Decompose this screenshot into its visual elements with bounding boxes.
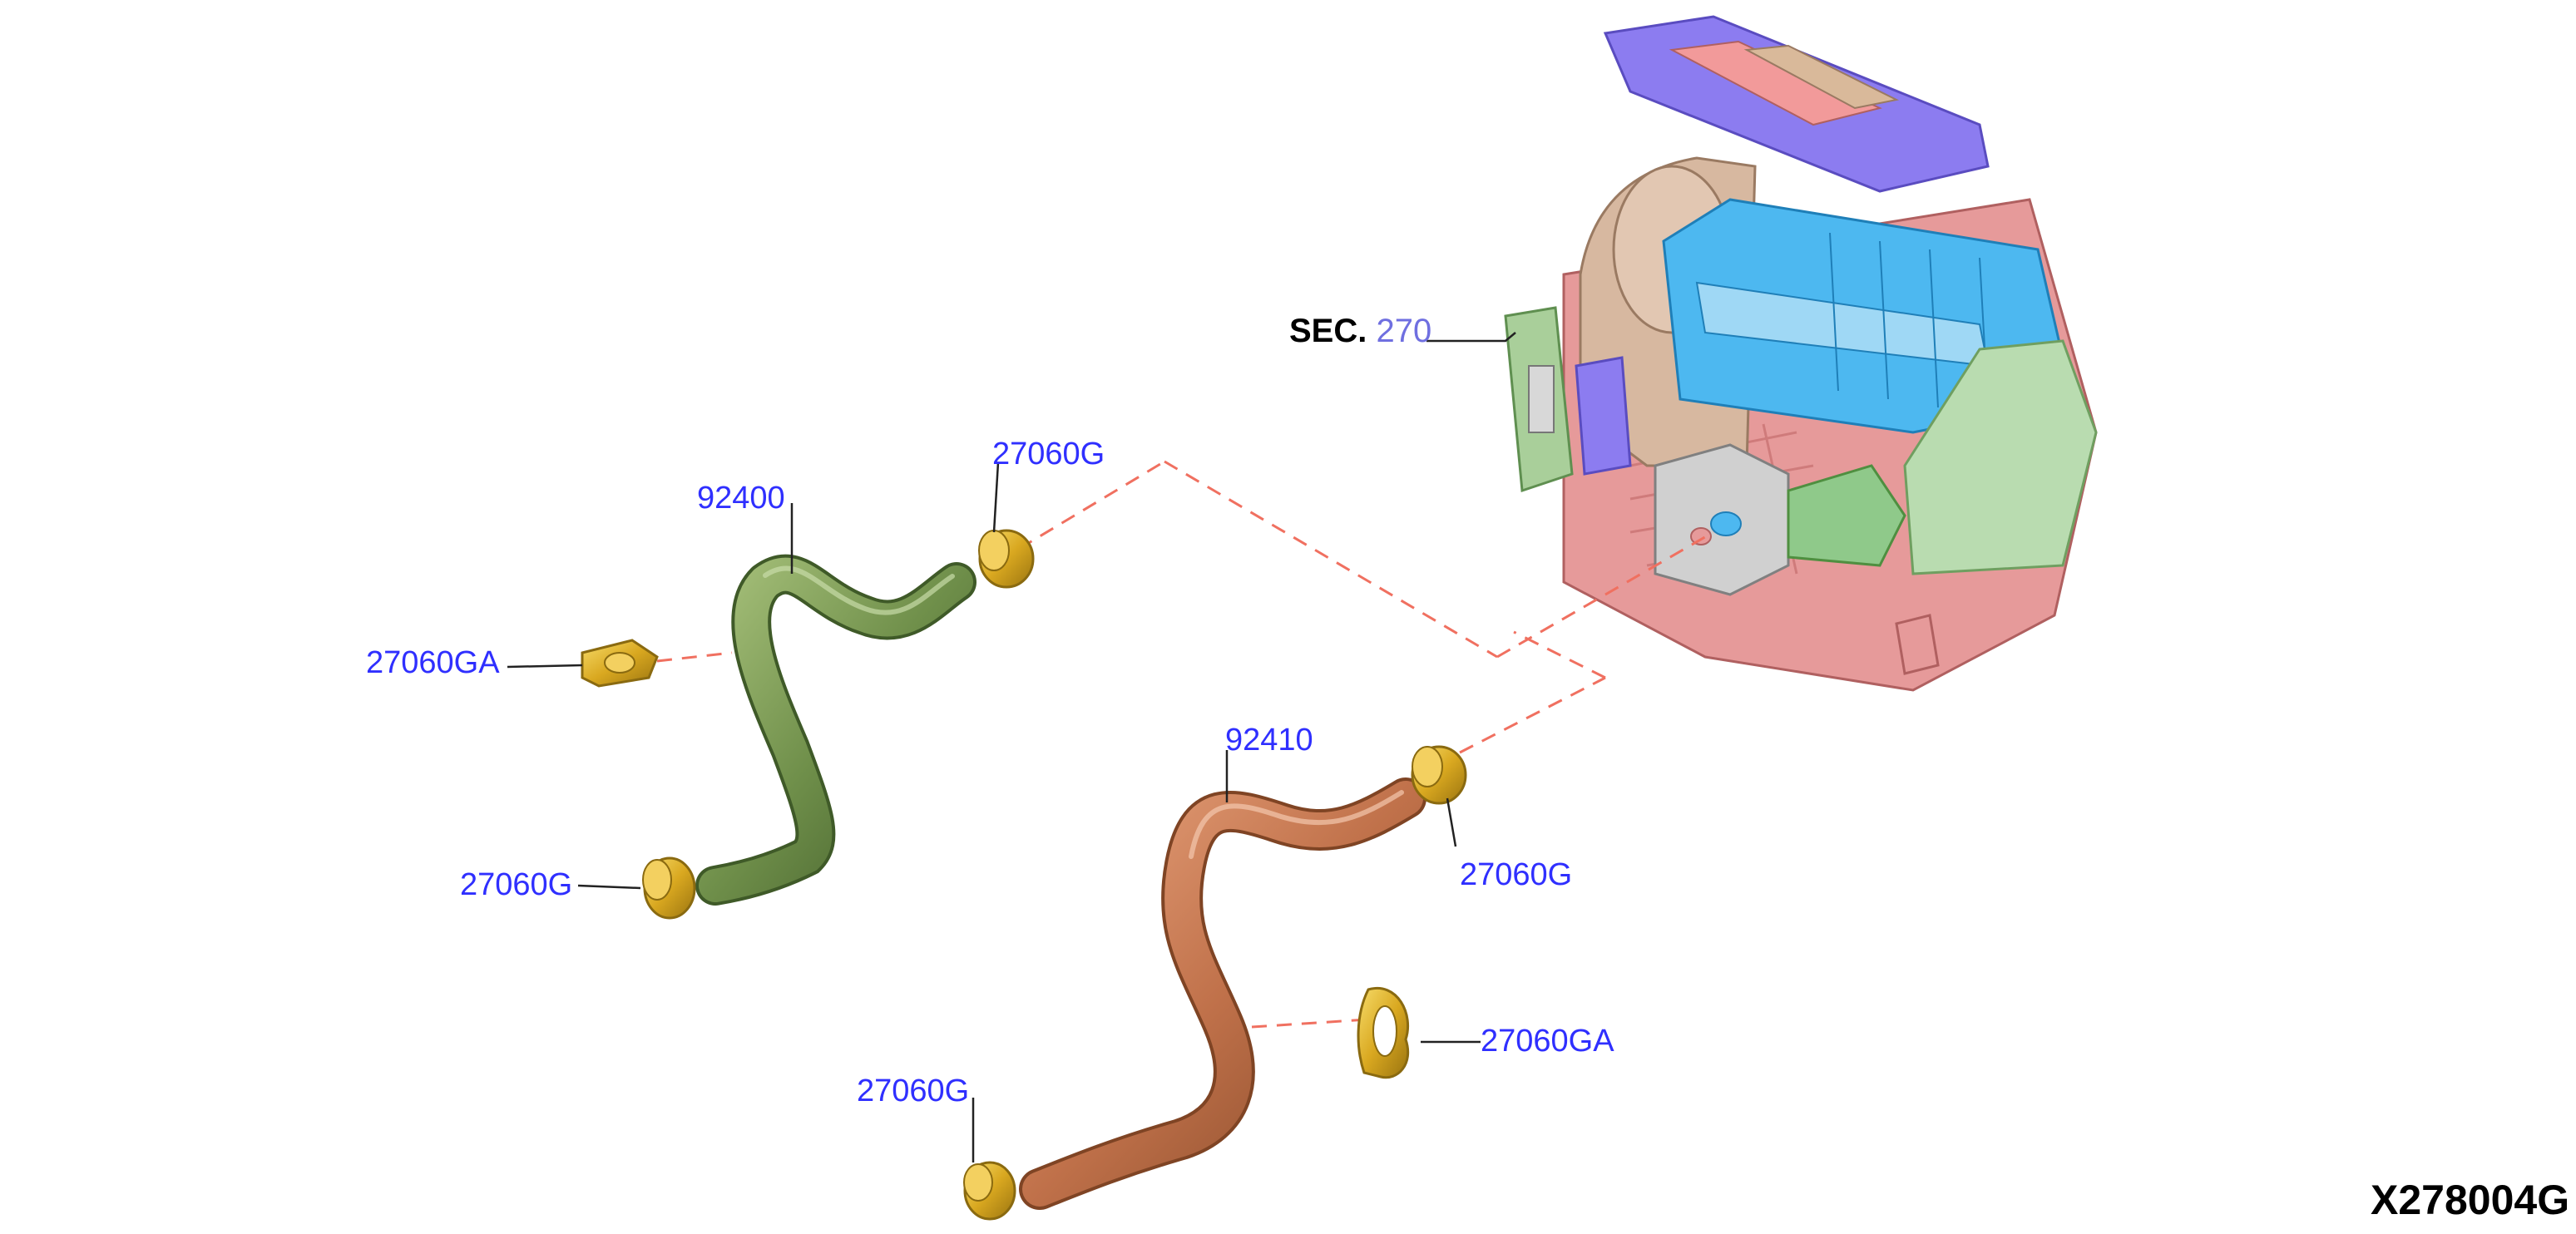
part-label-clamp-lower-top: 27060G	[1460, 857, 1573, 892]
section-reference: SEC. 270	[1289, 314, 1431, 348]
section-number: 270	[1376, 313, 1432, 349]
part-label-clamp-upper-bottom: 27060G	[460, 867, 573, 902]
section-prefix: SEC.	[1289, 313, 1367, 349]
clamp-lower-bottom	[963, 1161, 1016, 1221]
diagram-code: X278004G	[2371, 1177, 2570, 1223]
clamp-lower-side	[1357, 986, 1410, 1079]
part-label-hose-upper: 92400	[697, 481, 785, 516]
part-label-hose-lower: 92410	[1225, 723, 1313, 758]
clamp-upper-side	[581, 639, 659, 688]
heater-unit-assembly	[1504, 15, 2098, 692]
clamp-upper-bottom	[642, 856, 696, 920]
part-label-clamp-lower-side: 27060GA	[1481, 1024, 1614, 1059]
clamp-upper-top	[978, 529, 1035, 589]
clamp-lower-top	[1411, 745, 1467, 805]
label-leader-lines	[507, 332, 1516, 1162]
part-label-clamp-upper-side: 27060GA	[366, 645, 500, 680]
hose-92400	[695, 554, 977, 906]
hose-92410	[1019, 777, 1426, 1210]
part-label-clamp-lower-bottom: 27060G	[857, 1074, 970, 1108]
part-label-clamp-upper-top: 27060G	[992, 437, 1105, 471]
